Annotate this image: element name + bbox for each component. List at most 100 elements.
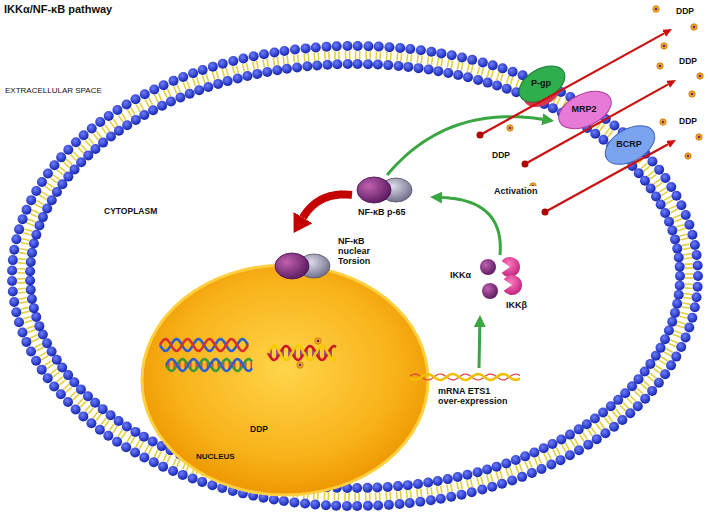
lipid-tail [684,258,692,259]
lipid-tail [30,335,37,338]
lipid-tail [683,297,691,298]
lipid-tail [122,113,126,120]
lipid-head [403,62,413,72]
lipid-head [426,495,436,505]
lipid-tail [400,491,402,499]
lipid-tail [66,159,72,164]
lipid-head [633,401,643,411]
text-holder: DDP [679,116,697,126]
lipid-head [140,89,150,99]
lipid-head [508,67,518,77]
lipid-head [43,373,53,383]
efflux-origin [522,161,529,168]
lipid-tail [105,125,110,131]
lipid-tail [177,85,180,92]
lipid-tail [19,298,27,299]
lipid-head [667,226,677,236]
lipid-tail [328,52,330,60]
lipid-head [194,85,204,95]
lipid-tail [24,229,32,231]
lipid-tail [130,437,134,444]
dna-strand [166,359,252,371]
lipid-head [282,64,292,74]
lipid-head [501,458,511,468]
nucleus-body [142,265,428,495]
lipid-head [675,271,685,281]
lipid-head [26,195,36,205]
lipid-tail [47,183,54,187]
lipid-tail [110,424,115,431]
lipid-tails [17,51,693,501]
drug-core [509,127,512,130]
lipid-head [395,499,405,509]
lipid-tail [18,291,26,293]
lipid-head [188,474,198,484]
lipid-head [342,41,352,51]
lipid-head [590,414,600,424]
lipid-head [37,365,47,375]
lipid-tail [93,134,98,140]
lipid-tail [365,493,367,501]
lipid-head [681,332,691,342]
lipid-head [178,470,188,480]
lipid-tail [648,171,654,176]
lipid-head [95,425,105,435]
lipid-tail [28,219,35,222]
lipid-head [7,276,17,286]
lipid-tail [293,55,296,63]
lipid-tail [666,349,673,353]
lipid-head [223,76,233,86]
lipid-head [693,271,703,281]
lipid-tail [608,415,613,421]
nfkb-subunit [357,177,391,203]
lipid-tail [580,435,584,442]
lipid-tail [113,119,118,126]
protein-complex [352,175,430,225]
lipid-head [130,427,140,437]
lipid-tail [140,103,144,110]
text-holder: P-gp [514,78,568,89]
lipid-head [131,94,141,104]
text-holder: IKKα/NF-κB pathway [4,3,112,16]
lipid-tail [497,73,499,81]
lipid-head [372,482,382,492]
lipid-tail [467,480,469,488]
lipid-tail [355,51,357,59]
lipid-tail [206,74,209,82]
lipid-tail [127,435,131,442]
lipid-head [488,60,498,70]
lipid-tail [73,394,79,400]
lipid-head [22,205,32,215]
ikk-alpha [482,283,498,299]
lipid-tail [656,183,663,188]
lipid-tail [612,411,617,417]
lipid-head [462,470,472,480]
lipid-head [473,467,483,477]
text-holder: mRNA ETS1 over-expression [438,386,511,406]
lipid-tail [496,472,498,480]
efflux-arrows [477,6,704,216]
lipid-head [249,51,259,61]
lipid-head [660,173,670,183]
lipid-head [71,137,81,147]
lipid-tail [664,196,671,200]
dna-strand [166,359,252,371]
lipid-head [590,129,600,139]
lipid-head [95,117,105,127]
lipid-tail [630,395,636,401]
lipid-head [511,455,521,465]
lipid-tail [653,368,660,373]
lipid-head [175,92,185,102]
lipid-head [78,411,88,421]
lipid-tail [656,365,663,370]
lipid-tail [644,166,650,171]
lipid-tail [608,131,613,137]
lipid-tail [406,490,408,498]
lipid-head [9,297,19,307]
drug-label: DDP [679,56,697,66]
lipid-head [674,253,684,263]
lipid-tail [127,110,131,117]
lipid-head [106,410,116,420]
node-text: BCRP [600,139,658,150]
lipid-tail [600,124,605,130]
